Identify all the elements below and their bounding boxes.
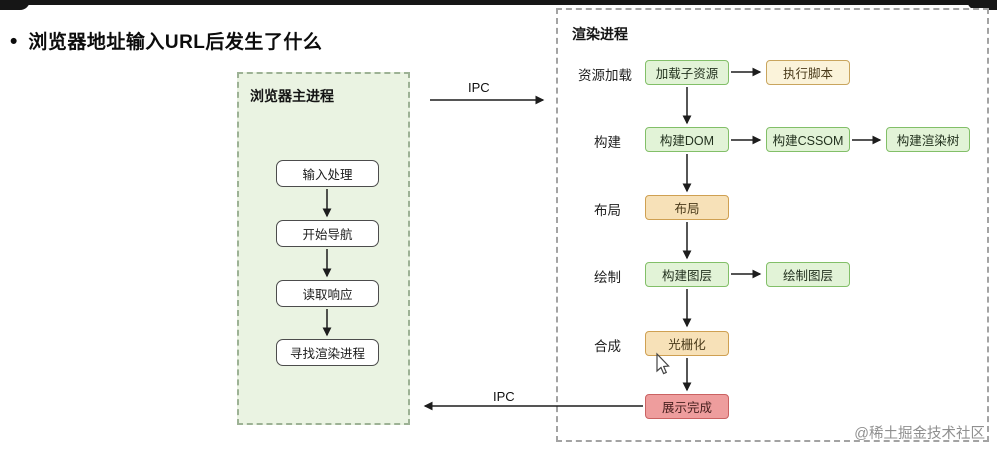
node-build-cssom: 构建CSSOM	[766, 127, 850, 152]
top-border-bar	[0, 0, 997, 5]
stage-label-build: 构建	[594, 135, 621, 150]
step-read-response: 读取响应	[276, 280, 379, 307]
stage-label-layout: 布局	[594, 203, 621, 218]
browser-main-process-panel	[237, 72, 410, 425]
node-build-render-tree: 构建渲染树	[886, 127, 970, 152]
node-paint-layers: 绘制图层	[766, 262, 850, 287]
node-load-subresources: 加载子资源	[645, 60, 729, 85]
step-input-processing: 输入处理	[276, 160, 379, 187]
stage-label-paint: 绘制	[594, 270, 621, 285]
bullet-point: •	[10, 30, 18, 53]
ipc-label-bottom: IPC	[493, 389, 515, 404]
page-title: • 浏览器地址输入URL后发生了什么	[10, 27, 322, 54]
node-build-layers: 构建图层	[645, 262, 729, 287]
node-execute-script: 执行脚本	[766, 60, 850, 85]
ipc-label-top: IPC	[468, 80, 490, 95]
node-layout: 布局	[645, 195, 729, 220]
top-right-corner	[967, 0, 997, 10]
node-build-dom: 构建DOM	[645, 127, 729, 152]
stage-label-resource-loading: 资源加载	[578, 68, 632, 83]
step-find-render-process: 寻找渲染进程	[276, 339, 379, 366]
stage-label-composite: 合成	[594, 339, 621, 354]
top-left-corner	[0, 0, 30, 10]
node-rasterize: 光栅化	[645, 331, 729, 356]
watermark: @稀土掘金技术社区	[854, 426, 985, 442]
page-title-text: 浏览器地址输入URL后发生了什么	[28, 32, 323, 53]
main-process-label: 浏览器主进程	[250, 88, 334, 104]
node-display-complete: 展示完成	[645, 394, 729, 419]
render-process-label: 渲染进程	[572, 26, 628, 42]
step-start-navigation: 开始导航	[276, 220, 379, 247]
